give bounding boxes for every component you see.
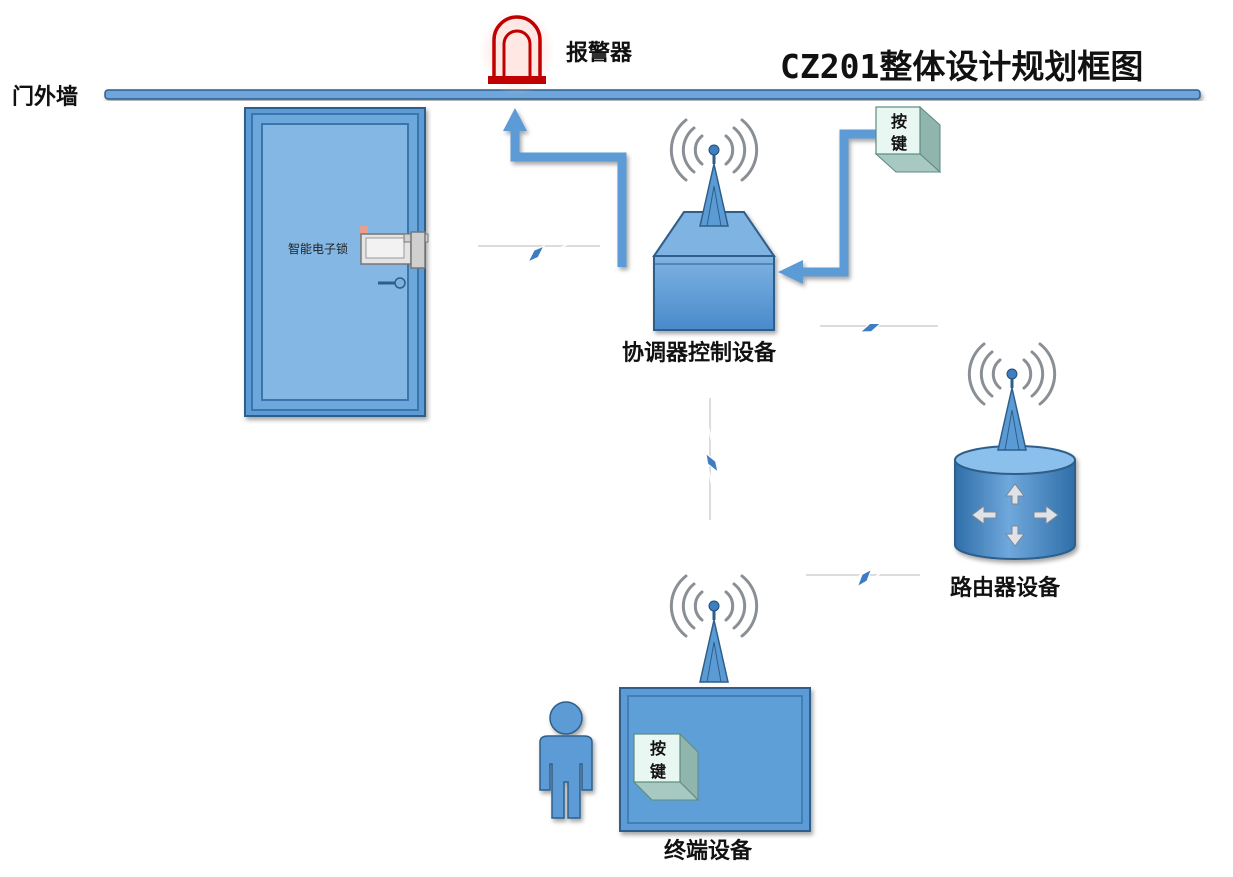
key-block-terminal: 按 键 [632,732,700,802]
person-icon [539,701,593,819]
router-arrows-icon [971,483,1059,547]
alarm-label: 报警器 [566,41,633,66]
alarm-output-arrow [503,108,627,267]
alarm-icon [479,8,555,96]
wall-label: 门外墙 [12,84,78,110]
key-bottom-text: 键 [890,134,907,153]
router-device [954,445,1076,560]
coordinator-device [652,211,776,331]
coordinator-label: 协调器控制设备 [622,340,777,366]
lock-icon [360,226,429,289]
router-label: 路由器设备 [950,575,1061,601]
terminal-label: 终端设备 [664,838,753,864]
antenna-icon [669,118,759,228]
key-bottom-text: 键 [649,762,666,781]
antenna-icon [967,342,1057,452]
key-top-text: 按 [891,112,907,131]
lightning-link-icon [806,551,922,603]
key-input-arrow [778,129,880,284]
lightning-link-icon [680,398,742,521]
key-block-coordinator: 按 键 [874,105,942,174]
outer-wall [104,89,1201,100]
lightning-link-icon [478,233,600,273]
key-top-text: 按 [650,739,666,758]
lightning-link-icon [812,287,938,366]
antenna-icon [669,574,759,684]
lock-label: 智能电子锁 [288,241,348,256]
diagram-title: CZ201整体设计规划框图 [780,47,1143,86]
